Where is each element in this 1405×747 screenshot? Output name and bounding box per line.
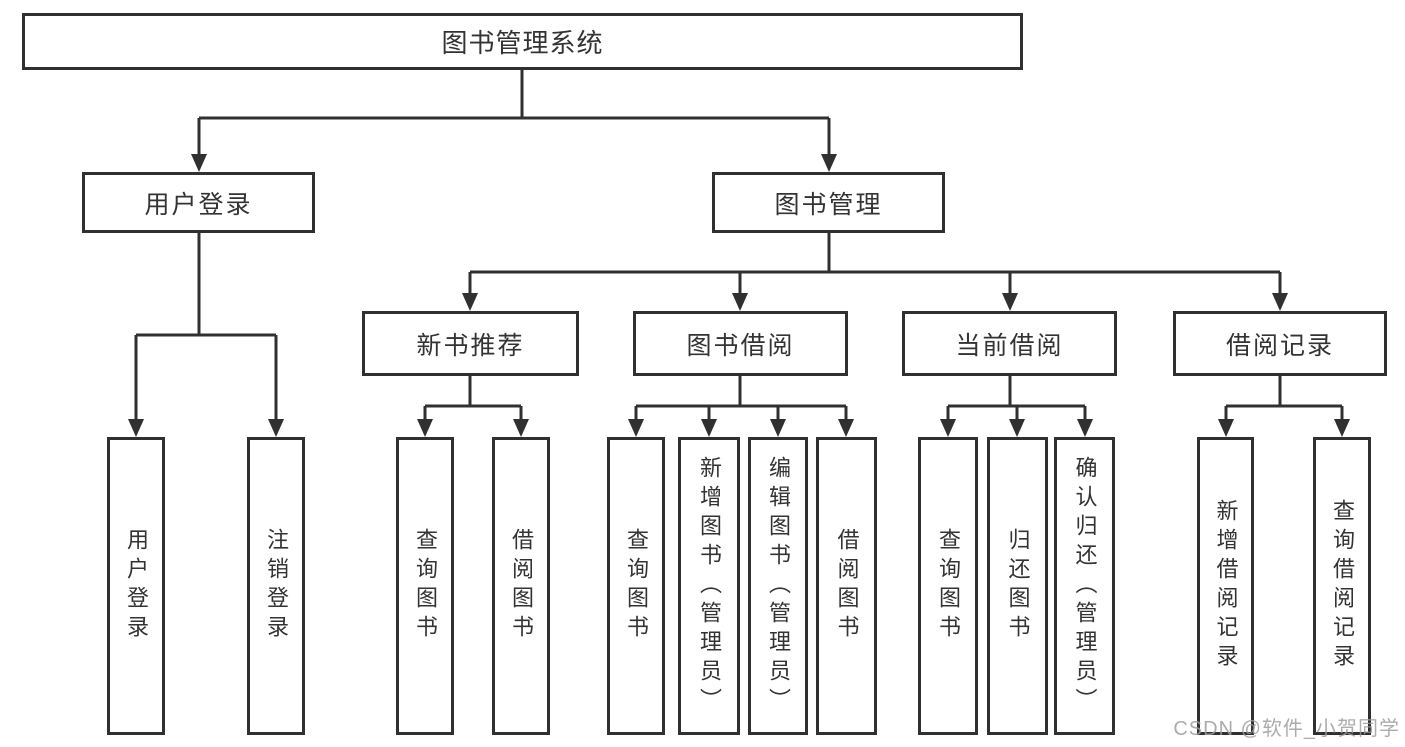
leaf-label: 用户登录	[124, 528, 149, 644]
arrowheads	[128, 154, 1350, 437]
node-borrow-records: 借阅记录	[1173, 311, 1387, 376]
leaf-return-books: 归还图书	[987, 437, 1048, 735]
leaf-confirm-return-admin: 确认归还（管理员）	[1054, 437, 1115, 735]
leaf-label: 注销登录	[264, 528, 289, 644]
leaf-logout-login: 注销登录	[247, 437, 305, 735]
leaf-label: 查询图书	[413, 528, 438, 644]
leaf-label: 编辑图书（管理员）	[766, 455, 791, 717]
leaf-query-books-borrow: 查询图书	[607, 437, 665, 735]
leaf-edit-books-admin: 编辑图书（管理员）	[748, 437, 808, 735]
leaf-label: 确认归还（管理员）	[1072, 455, 1098, 717]
leaf-label: 新增借阅记录	[1213, 499, 1239, 673]
leaf-label: 查询图书	[936, 528, 961, 644]
leaf-label: 归还图书	[1005, 528, 1031, 644]
node-new-book-recommend: 新书推荐	[362, 311, 579, 376]
leaf-query-books-recommend: 查询图书	[396, 437, 454, 735]
node-book-management: 图书管理	[712, 172, 945, 233]
watermark: CSDN @软件_小贺同学	[1173, 718, 1400, 740]
node-book-borrow: 图书借阅	[633, 311, 848, 376]
leaf-label: 查询图书	[624, 528, 649, 644]
node-library-management-system: 图书管理系统	[22, 13, 1023, 70]
leaf-borrow-books: 借阅图书	[816, 437, 877, 735]
leaf-label: 借阅图书	[509, 528, 534, 644]
leaf-label: 借阅图书	[834, 528, 860, 644]
node-current-borrow: 当前借阅	[902, 311, 1117, 376]
leaf-query-books-current: 查询图书	[918, 437, 978, 735]
leaf-query-borrow-record: 查询借阅记录	[1313, 437, 1371, 735]
node-user-login: 用户登录	[82, 172, 315, 233]
leaf-label: 查询借阅记录	[1330, 499, 1355, 673]
leaf-add-borrow-record: 新增借阅记录	[1197, 437, 1254, 735]
leaf-add-books-admin: 新增图书（管理员）	[678, 437, 740, 735]
leaf-user-login: 用户登录	[107, 437, 165, 735]
leaf-borrow-books-recommend: 借阅图书	[492, 437, 550, 735]
leaf-label: 新增图书（管理员）	[697, 455, 722, 717]
